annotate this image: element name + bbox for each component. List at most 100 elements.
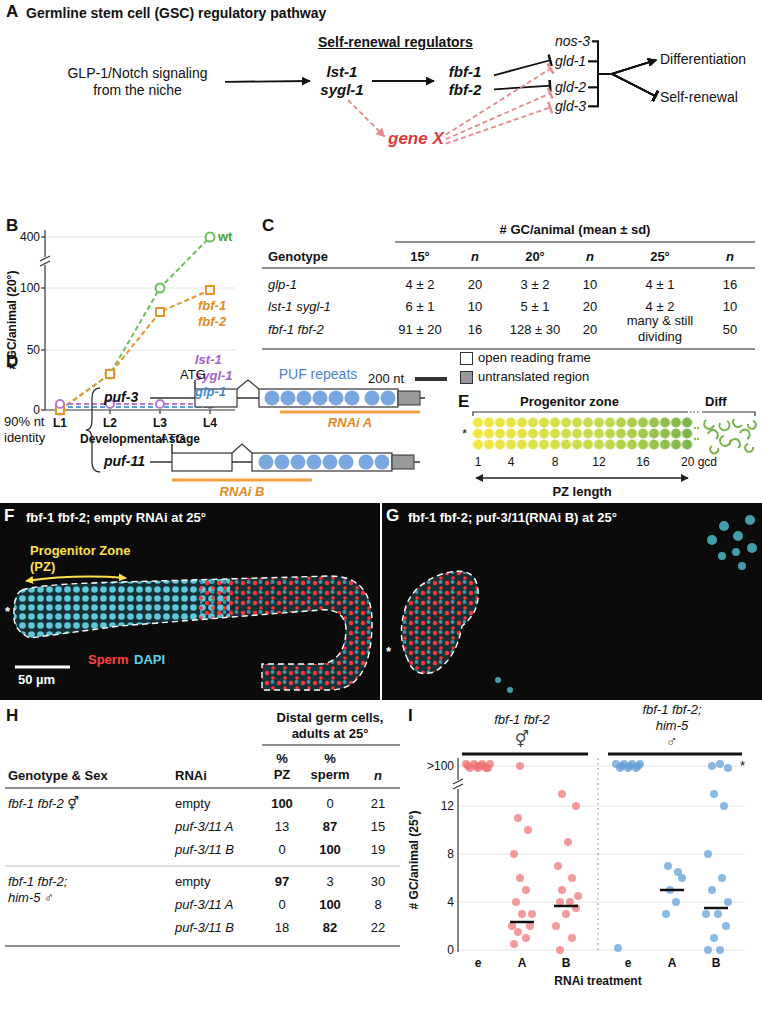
table-cell: fbf-1 fbf-2 [494,712,550,728]
legend-swatch [460,352,473,365]
figure-shape [748,421,756,429]
stain-label: Sperm [88,652,128,668]
pathway-node: nos-3 [553,32,592,51]
figure-shape [512,898,520,906]
figure-shape [716,946,724,954]
figure-shape [237,380,259,389]
figure-shape [710,446,718,453]
table-cell: 200 nt [368,371,404,387]
figure-shape [458,806,745,807]
figure-shape [514,928,522,936]
panel-letter: D [6,352,18,372]
figure-shape [5,787,400,788]
table-cell: 20 [468,277,482,293]
figure-shape [462,753,588,756]
figure-shape [510,890,728,922]
figure-shape [568,874,576,882]
tick-label: 0 [447,943,454,957]
figure-shape [732,548,740,556]
table-cell: 6 ± 1 [406,299,435,315]
gene-name: puf-11 [104,453,145,470]
region-label: PUF repeats [279,366,358,383]
sex-symbol: ♂ [666,732,678,751]
figure-shape [484,764,492,772]
figure-shape [398,391,420,405]
pathway-connector [588,74,656,107]
figure-shape [453,780,463,789]
series-label: fbf-1 fbf-2 [198,298,242,329]
figure-shape [626,762,634,770]
tick-label: A [668,956,677,970]
figure-shape [280,411,420,414]
table-cell: 16 [723,277,737,293]
table-cell: 16 [468,322,482,338]
header-text: Progenitor zone [520,394,619,410]
figure-shape [395,241,755,242]
figure-shape [458,902,745,903]
gene-structure [86,377,447,480]
figure-shape [516,762,524,770]
header-text: Diff [705,394,727,410]
figure-shape [172,479,312,482]
figure-shape [718,552,726,560]
pathway-connector [588,60,656,106]
figure-shape [462,760,582,954]
figure-shape [41,236,45,237]
figure-shape [458,854,745,855]
figure-shape [528,910,536,918]
pathway-node: gene X [386,128,446,150]
figure-shape [262,348,755,349]
table-cell: 128 ± 30 [510,322,561,338]
tick-label: 100 [20,281,40,295]
gene-label: lst-1 sygl-1 [320,63,363,98]
figure-shape [381,391,396,406]
header-text: n [586,249,594,265]
figure-shape [106,370,115,379]
table-cell: 15 [371,819,385,835]
figure-shape [359,455,374,470]
series-label: glp-1 [195,384,226,400]
figure-shape [60,406,210,408]
axis-title: # GC/animal (25°) [407,811,421,910]
figure-shape [0,565,380,700]
figure-shape [329,391,344,406]
figure-shape [710,934,718,942]
panel-letter: A [6,2,18,22]
figure-shape [297,391,312,406]
figure-shape [558,886,566,894]
table-cell: 50 [723,322,737,338]
figure-shape [345,391,360,406]
figure-shape [495,515,757,693]
table-cell: 10 [468,299,482,315]
figure-shape [56,233,215,415]
figure-shape [702,412,755,416]
figure-shape [745,515,755,525]
figure-shape [495,677,501,683]
figure-shape [554,905,578,908]
figure-shape [56,286,214,414]
figure-shape [568,934,576,942]
group-heading: Self-renewal regulators [318,34,473,51]
tick-label: A [518,956,527,970]
header-text: n [374,768,382,784]
panel-letter: C [262,216,274,236]
tick-label: 16 [636,455,649,469]
figure-shape [558,790,566,798]
table-cell: 22 [371,920,385,936]
tick-label: 12 [441,799,454,813]
figure-shape [690,411,700,412]
figure-shape [159,410,160,414]
table-cell: 13 [275,819,289,835]
figure-shape [209,410,210,414]
figure-shape [524,826,532,834]
pathway-node: gld-2 [553,78,588,97]
gene-label: gld-2 [555,79,586,95]
tick-label: B [712,956,721,970]
figure-shape [522,886,530,894]
header-text: Genotype & Sex [8,768,108,784]
figure-shape [518,910,526,918]
figure-shape [390,560,485,680]
figure-shape [660,889,684,892]
figure-shape [291,455,306,470]
